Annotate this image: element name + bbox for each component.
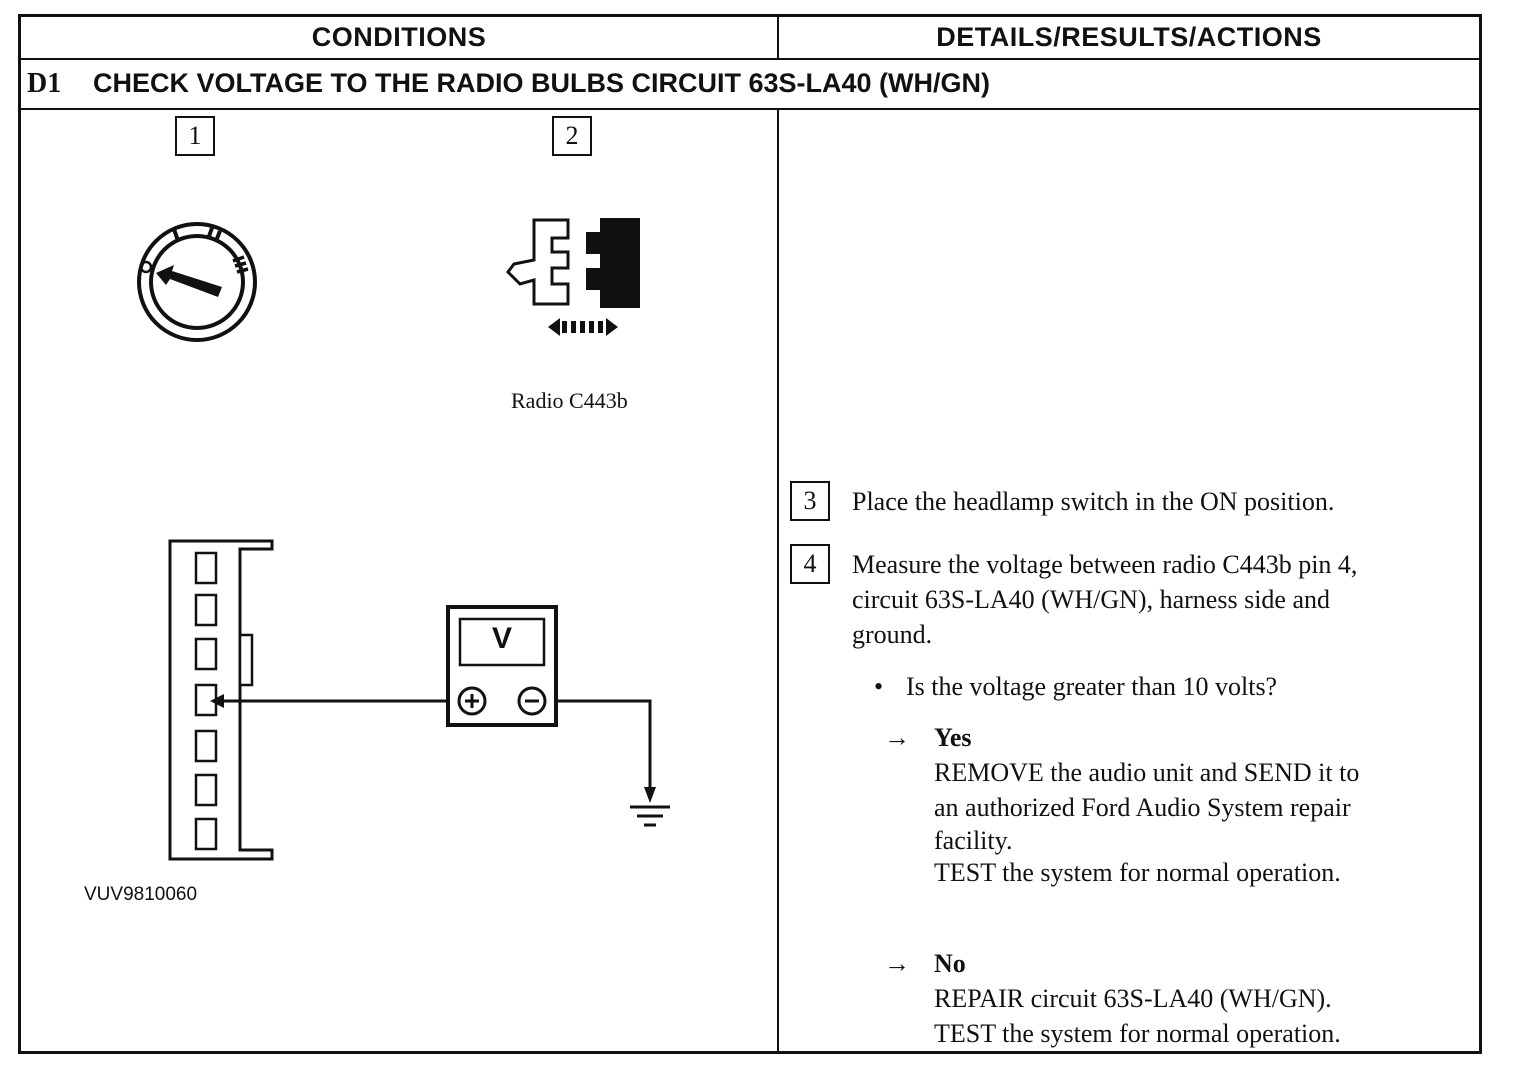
connector-caption: Radio C443b [511, 388, 628, 413]
table-header: CONDITIONS DETAILS/RESULTS/ACTIONS [21, 17, 1479, 60]
no-arrow: → [884, 949, 910, 978]
step-number-1: 1 [175, 116, 215, 156]
connector-disconnect-icon [506, 218, 640, 336]
details-header: DETAILS/RESULTS/ACTIONS [936, 22, 1322, 52]
step-number-4: 4 [790, 544, 830, 584]
question-text: Is the voltage greater than 10 volts? [906, 672, 1278, 701]
step-number-3: 3 [790, 481, 830, 521]
meter-label: V [491, 622, 512, 655]
ignition-switch-icon [137, 222, 257, 342]
yes-label: Yes [934, 723, 972, 752]
step3-text: Place the headlamp switch in the ON posi… [852, 487, 1335, 516]
voltage-measurement-diagram [168, 539, 670, 861]
figure-id: VUV9810060 [84, 884, 198, 905]
no-label: No [934, 949, 966, 978]
conditions-header: CONDITIONS [311, 22, 487, 52]
diagnostic-table: CONDITIONS DETAILS/RESULTS/ACTIONS D1 CH… [18, 14, 1482, 1054]
yes-arrow: → [884, 723, 910, 752]
step4-text: Measure the voltage between radio C443b … [852, 550, 1358, 649]
no-actions: REPAIR circuit 63S-LA40 (WH/GN). TEST th… [934, 984, 1341, 1048]
step-number-2: 2 [552, 116, 592, 156]
question-bullet: • [874, 672, 884, 701]
step-title-row: D1 CHECK VOLTAGE TO THE RADIO BULBS CIRC… [21, 60, 1479, 110]
yes-actions: REMOVE the audio unit and SEND it to an … [934, 758, 1360, 887]
step-title: CHECK VOLTAGE TO THE RADIO BULBS CIRCUIT… [93, 68, 991, 98]
step-id: D1 [27, 68, 62, 99]
column-divider [777, 17, 779, 1051]
